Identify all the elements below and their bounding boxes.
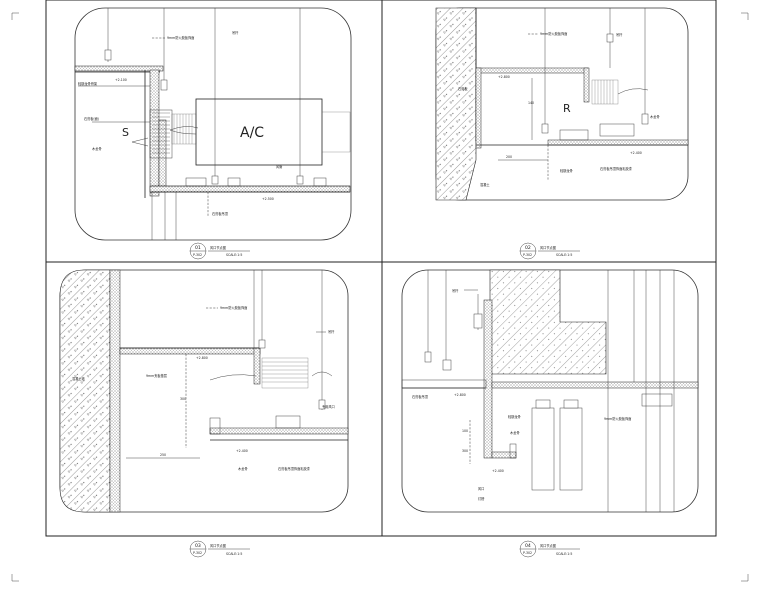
svg-text:风口: 风口 <box>478 487 484 491</box>
svg-text:9mm防火胶板饰面: 9mm防火胶板饰面 <box>167 35 194 40</box>
detail-title-03: 03 P-302 风口节点图 SCALE:1:5 <box>189 540 250 558</box>
svg-text:+2.800: +2.800 <box>498 75 510 79</box>
svg-text:SCALE:1:5: SCALE:1:5 <box>226 552 242 556</box>
detail-02: R 9mm防火胶板饰面 吊杆 石膏板 轻钢龙骨 石膏板吊顶饰面乳胶漆 混凝土 <box>435 7 689 260</box>
svg-text:吊杆: 吊杆 <box>232 30 239 35</box>
svg-text:140: 140 <box>528 101 534 105</box>
detail-03: 9mm防火胶板饰面 吊杆 9mm夹板基层 石膏板吊顶饰面乳胶漆 混凝土墙 专用风… <box>59 269 349 558</box>
airflow-arrow <box>209 374 257 381</box>
svg-text:风管: 风管 <box>276 164 282 169</box>
svg-text:石膏板吊顶饰面乳胶漆: 石膏板吊顶饰面乳胶漆 <box>278 466 311 471</box>
svg-text:风口节点图: 风口节点图 <box>210 543 226 548</box>
svg-text:木龙骨: 木龙骨 <box>510 430 520 435</box>
hanger-rods-03 <box>253 270 326 410</box>
svg-text:石膏板(面): 石膏板(面) <box>84 116 99 121</box>
detail-01: A/C S 9mm防火胶板饰面 轻钢龙 <box>74 7 352 260</box>
return-air-label: R <box>563 102 571 115</box>
svg-text:01: 01 <box>195 245 201 251</box>
detail-04: 吊杆 9mm防火胶板饰面 轻钢龙骨 石膏板吊顶 木龙骨 风口 灯槽 +2.800… <box>401 269 699 558</box>
detail-title-01: 01 P-302 风口节点图 SCALE:1:5 <box>189 242 250 260</box>
svg-text:灯槽: 灯槽 <box>478 496 485 501</box>
light-fixtures-04 <box>531 399 583 491</box>
svg-text:250: 250 <box>160 453 166 457</box>
column-lines-04 <box>607 270 675 512</box>
grille-03 <box>261 357 309 389</box>
annotations-02: 9mm防火胶板饰面 吊杆 石膏板 轻钢龙骨 石膏板吊顶饰面乳胶漆 混凝土 木龙骨… <box>458 31 660 187</box>
detail-title-04: 04 P-302 风口节点图 SCALE:1:5 <box>519 540 580 558</box>
svg-text:200: 200 <box>506 155 512 159</box>
svg-text:9mm防火胶板饰面: 9mm防火胶板饰面 <box>220 305 247 310</box>
svg-text:石膏板吊顶: 石膏板吊顶 <box>412 394 429 399</box>
crop-marks <box>11 12 749 582</box>
svg-text:P-302: P-302 <box>193 551 202 555</box>
annotations-04: 吊杆 9mm防火胶板饰面 轻钢龙骨 石膏板吊顶 木龙骨 风口 灯槽 +2.800… <box>412 288 631 501</box>
return-grille-02 <box>591 79 619 105</box>
annotations-03: 9mm防火胶板饰面 吊杆 9mm夹板基层 石膏板吊顶饰面乳胶漆 混凝土墙 专用风… <box>72 305 335 471</box>
svg-text:02: 02 <box>525 245 531 251</box>
svg-text:+2.100: +2.100 <box>115 78 127 82</box>
svg-text:轻钢龙骨骨架: 轻钢龙骨骨架 <box>78 81 98 86</box>
svg-text:SCALE:1:5: SCALE:1:5 <box>226 253 242 257</box>
svg-text:吊杆: 吊杆 <box>452 288 459 293</box>
svg-text:300: 300 <box>462 449 468 453</box>
svg-text:SCALE:1:5: SCALE:1:5 <box>556 552 572 556</box>
diffuser-throat-01 <box>171 113 197 145</box>
svg-text:SCALE:1:5: SCALE:1:5 <box>556 253 572 257</box>
svg-text:石膏板吊顶: 石膏板吊顶 <box>212 211 229 216</box>
svg-text:专用风口: 专用风口 <box>322 404 335 409</box>
svg-text:9mm防火胶板饰面: 9mm防火胶板饰面 <box>604 416 631 421</box>
svg-text:+2.400: +2.400 <box>630 151 642 155</box>
svg-text:+2.800: +2.800 <box>454 393 466 397</box>
ac-unit-label: A/C <box>240 125 264 141</box>
svg-text:石膏板吊顶饰面乳胶漆: 石膏板吊顶饰面乳胶漆 <box>600 166 633 171</box>
svg-text:吊杆: 吊杆 <box>328 329 335 334</box>
svg-text:风口节点图: 风口节点图 <box>540 543 556 548</box>
svg-text:木龙骨: 木龙骨 <box>92 146 102 151</box>
hanger-rods-02 <box>541 8 649 134</box>
annotations-01: 9mm防火胶板饰面 轻钢龙骨骨架 石膏板(面) 木龙骨 吊杆 风管 石膏板吊顶 … <box>78 30 282 216</box>
supply-air-label: S <box>122 126 129 139</box>
airflow-arrow <box>617 88 649 95</box>
svg-text:石膏板: 石膏板 <box>458 86 468 91</box>
svg-text:+2.400: +2.400 <box>236 449 248 453</box>
svg-text:9mm防火胶板饰面: 9mm防火胶板饰面 <box>540 31 567 36</box>
svg-text:04: 04 <box>525 543 531 549</box>
svg-text:+2.500: +2.500 <box>262 197 274 201</box>
svg-text:100: 100 <box>462 429 468 433</box>
svg-text:P-302: P-302 <box>523 551 532 555</box>
airflow-arrow <box>169 126 199 135</box>
svg-text:300: 300 <box>180 397 186 401</box>
hanger-rods-04 <box>424 270 483 371</box>
svg-text:9mm夹板基层: 9mm夹板基层 <box>146 373 167 378</box>
svg-text:木龙骨: 木龙骨 <box>238 466 248 471</box>
svg-text:吊杆: 吊杆 <box>616 32 623 37</box>
svg-text:木龙骨: 木龙骨 <box>650 114 660 119</box>
hanger-rods-01 <box>104 8 304 185</box>
svg-text:P-302: P-302 <box>523 253 532 257</box>
svg-text:风口节点图: 风口节点图 <box>540 245 556 250</box>
sheet-frame <box>45 0 717 537</box>
svg-text:P-302: P-302 <box>193 253 202 257</box>
svg-text:混凝土墙: 混凝土墙 <box>72 376 86 381</box>
svg-text:轻钢龙骨: 轻钢龙骨 <box>560 168 573 173</box>
svg-text:风口节点图: 风口节点图 <box>210 245 226 250</box>
svg-text:混凝土: 混凝土 <box>480 182 490 187</box>
svg-text:03: 03 <box>195 543 201 549</box>
detail-title-02: 02 P-302 风口节点图 SCALE:1:5 <box>519 242 580 260</box>
svg-text:轻钢龙骨: 轻钢龙骨 <box>508 414 521 419</box>
svg-text:+2.800: +2.800 <box>196 356 208 360</box>
svg-text:+2.400: +2.400 <box>492 469 504 473</box>
